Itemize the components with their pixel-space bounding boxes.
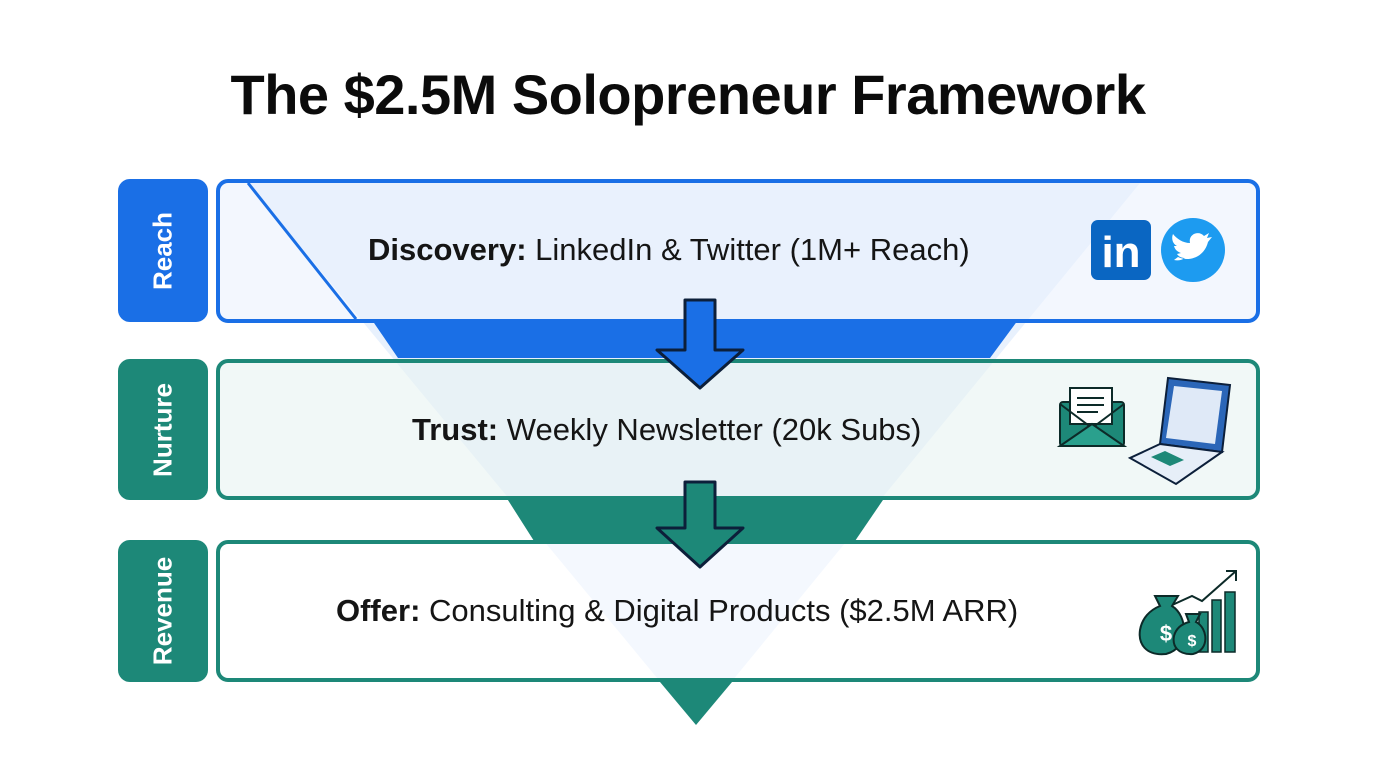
funnel-edge-line	[246, 182, 358, 320]
stage-box-nurture	[216, 359, 1260, 500]
svg-text:$: $	[1188, 633, 1197, 650]
stage-text-revenue: Offer: Consulting & Digital Products ($2…	[336, 593, 1018, 629]
stage-heading: Discovery:	[368, 232, 527, 267]
stage-box-revenue	[216, 540, 1260, 682]
stage-description: Consulting & Digital Products ($2.5M ARR…	[429, 593, 1019, 628]
stage-tab-reach: Reach	[118, 179, 208, 322]
stage-description: Weekly Newsletter (20k Subs)	[506, 412, 922, 447]
stage-heading: Trust:	[412, 412, 499, 447]
stage-box-reach	[216, 179, 1260, 323]
svg-text:$: $	[1160, 621, 1172, 646]
stage-description: LinkedIn & Twitter (1M+ Reach)	[535, 232, 970, 267]
stage-tab-nurture: Nurture	[118, 359, 208, 500]
stage-text-nurture: Trust: Weekly Newsletter (20k Subs)	[412, 412, 921, 448]
linkedin-icon: in	[1091, 220, 1151, 280]
page-title: The $2.5M Solopreneur Framework	[230, 63, 1146, 126]
stage-text-reach: Discovery: LinkedIn & Twitter (1M+ Reach…	[368, 232, 970, 268]
down-arrow-2	[655, 480, 745, 569]
down-arrow-1	[655, 298, 745, 390]
funnel-tip	[660, 682, 732, 725]
laptop-icon	[1127, 376, 1232, 486]
money-bags-growth-icon: $ $	[1138, 570, 1237, 656]
stage-tab-label: Nurture	[147, 382, 178, 477]
twitter-icon	[1161, 218, 1225, 282]
stage-tab-revenue: Revenue	[118, 540, 208, 682]
envelope-icon	[1056, 387, 1128, 447]
stage-tab-label: Reach	[147, 211, 178, 290]
svg-text:in: in	[1101, 228, 1140, 277]
stage-tab-label: Revenue	[147, 556, 178, 666]
stage-heading: Offer:	[336, 593, 421, 628]
